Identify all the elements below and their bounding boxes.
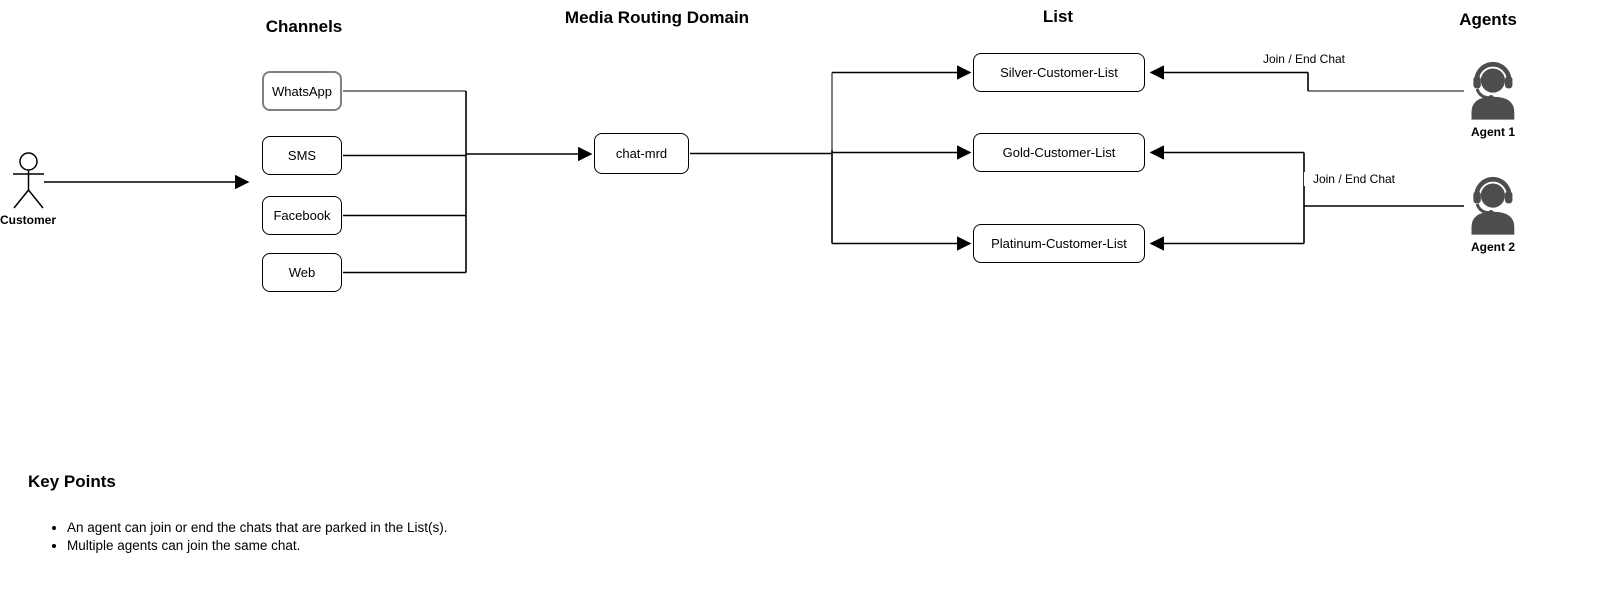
list-node-silver: Silver-Customer-List	[973, 53, 1145, 92]
list-node-label: Silver-Customer-List	[1000, 65, 1118, 80]
agent-2-icon	[1472, 179, 1515, 234]
key-point-item: An agent can join or end the chats that …	[67, 519, 447, 537]
list-node-label: Gold-Customer-List	[1002, 145, 1116, 160]
channel-node-label: Facebook	[273, 208, 331, 223]
agent-1-icon	[1472, 64, 1515, 119]
customer-label: Customer	[0, 213, 56, 227]
key-points-list: An agent can join or end the chats that …	[48, 519, 447, 555]
agent-1-label: Agent 1	[1470, 125, 1515, 139]
channel-node-label: WhatsApp	[272, 83, 332, 99]
agent-2-label: Agent 2	[1470, 240, 1515, 254]
list-title: List	[1042, 7, 1074, 26]
channel-node-web: Web	[262, 253, 342, 292]
channel-node-facebook: Facebook	[262, 196, 342, 235]
key-point-item: Multiple agents can join the same chat.	[67, 537, 447, 555]
agents-title: Agents	[1459, 10, 1517, 29]
customer-figure	[13, 152, 44, 209]
key-points-heading: Key Points	[28, 472, 116, 491]
media-routing-domain-title: Media Routing Domain	[564, 8, 750, 27]
chat-mrd-label: chat-mrd	[615, 146, 668, 161]
channels-title: Channels	[265, 17, 343, 36]
channel-node-whatsapp: WhatsApp	[262, 71, 342, 111]
list-node-platinum: Platinum-Customer-List	[973, 224, 1145, 263]
channel-node-sms: SMS	[262, 136, 342, 175]
edge-label-join-end-chat-1: Join / End Chat	[1254, 52, 1354, 66]
chat-mrd-node: chat-mrd	[594, 133, 689, 174]
channel-node-label: SMS	[287, 148, 317, 163]
channel-node-label: Web	[288, 265, 316, 280]
list-node-gold: Gold-Customer-List	[973, 133, 1145, 172]
list-node-label: Platinum-Customer-List	[991, 236, 1127, 251]
edge-label-join-end-chat-2: Join / End Chat	[1304, 172, 1404, 186]
